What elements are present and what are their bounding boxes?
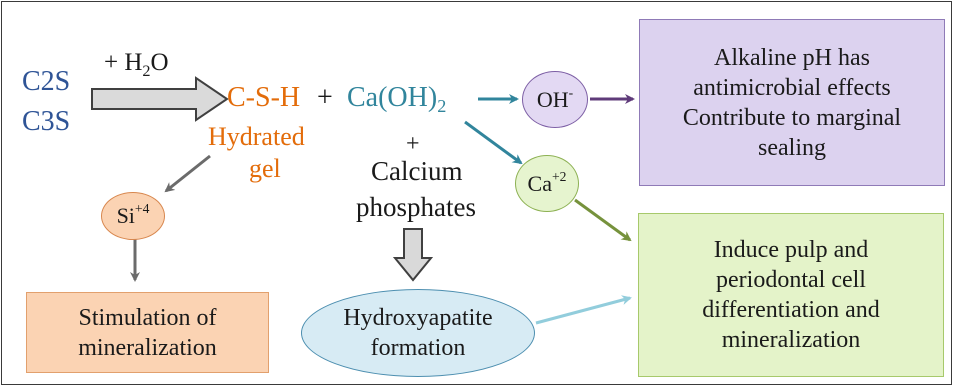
ca-ion-circle: Ca+2: [515, 155, 579, 212]
oh-ion-circle: OH-: [522, 71, 588, 128]
pulp-line-3: differentiation and: [702, 297, 880, 323]
hydroxyapatite-line-2: formation: [370, 335, 466, 361]
pulp-line-4: mineralization: [721, 327, 861, 353]
arrow-hydroxyapatite-to-pulp: [535, 295, 632, 325]
reactant-c2s: C2S: [22, 66, 71, 97]
pulp-differentiation-box: Induce pulp and periodontal cell differe…: [638, 213, 944, 377]
hydration-block-arrow: [91, 76, 229, 122]
phosphates-plus: +: [406, 131, 420, 157]
alkaline-line-2: antimicrobial effects: [693, 74, 891, 101]
hydroxyapatite-line-1: Hydroxyapatite: [343, 305, 493, 331]
alkaline-line-3: Contribute to marginal: [682, 104, 902, 131]
calcium-hydroxide-label: Ca(OH)2: [347, 82, 447, 117]
arrow-caoh-to-ca: [464, 120, 523, 165]
hydroxyapatite-ellipse: Hydroxyapatite formation: [301, 289, 535, 377]
calcium-phosphates-line2: phosphates: [356, 192, 476, 222]
csh-plus: +: [317, 82, 333, 113]
ca-ion-label: Ca+2: [527, 168, 567, 196]
water-label: + H2O: [104, 49, 169, 80]
stimulation-text: Stimulation of mineralization: [78, 303, 217, 363]
alkaline-line-1: Alkaline pH has: [714, 44, 870, 71]
alkaline-effects-text: Alkaline pH has antimicrobial effects Co…: [683, 43, 901, 163]
csh-label: C-S-H: [227, 82, 301, 113]
hydroxyapatite-text: Hydroxyapatite formation: [343, 303, 492, 363]
calcium-phosphates-line1: Calcium: [371, 156, 463, 186]
arrow-ca-to-pulp: [574, 198, 632, 242]
hydrated-gel-line1: Hydrated: [208, 122, 305, 151]
pulp-line-2: periodontal cell: [716, 267, 866, 293]
reactant-c3s: C3S: [22, 106, 71, 137]
pulp-line-1: Induce pulp and: [713, 237, 869, 263]
arrow-gel-to-si: [164, 154, 211, 193]
oh-ion-label: OH-: [536, 84, 574, 112]
stimulation-line-1: Stimulation of: [78, 304, 217, 331]
phosphate-down-block-arrow: [392, 228, 434, 282]
pulp-differentiation-text: Induce pulp and periodontal cell differe…: [702, 235, 880, 355]
alkaline-effects-box: Alkaline pH has antimicrobial effects Co…: [639, 19, 945, 186]
si-ion-circle: Si+4: [101, 192, 165, 240]
stimulation-box: Stimulation of mineralization: [26, 292, 269, 373]
si-ion-label: Si+4: [116, 201, 150, 228]
hydrated-gel-line2: gel: [249, 154, 281, 183]
stimulation-line-2: mineralization: [78, 334, 217, 361]
alkaline-line-4: sealing: [758, 134, 826, 161]
